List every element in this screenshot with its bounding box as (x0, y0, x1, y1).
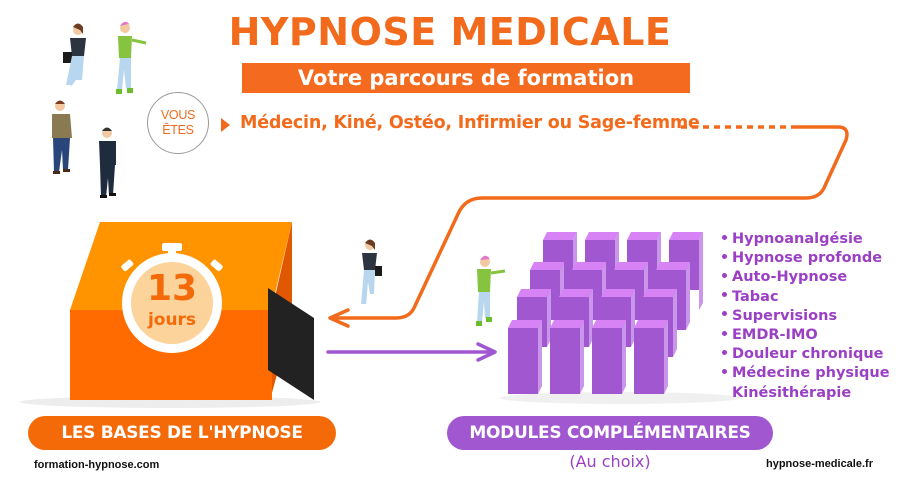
list-item: Tabac (722, 288, 890, 307)
list-item: Douleur chronique (722, 345, 890, 364)
person-man-dark-suit (99, 127, 116, 198)
page-title: HYPNOSE MEDICALE (228, 10, 672, 54)
path-purple (326, 342, 497, 362)
badge-line-2: ÊTES (162, 123, 194, 137)
list-item: EMDR-IMO (722, 326, 890, 345)
professions-text: Médecin, Kiné, Ostéo, Infirmier ou Sage-… (240, 113, 700, 133)
list-item: Auto-Hypnose (722, 268, 890, 287)
modules-blocks (500, 232, 740, 404)
door-flap (268, 288, 314, 400)
bullet-icon (722, 292, 727, 298)
triangle-right-icon (221, 118, 230, 132)
base-training-box (20, 222, 320, 408)
duration-unit: jours (147, 310, 197, 330)
base-training-label: LES BASES DE L'HYPNOSE (28, 416, 336, 450)
path-orange (328, 125, 849, 328)
modules-label: MODULES COMPLÉMENTAIRES (447, 416, 773, 450)
list-item: Supervisions (722, 307, 890, 326)
stopwatch-icon (121, 243, 223, 353)
list-item: Hypnoanalgésie (722, 230, 890, 249)
list-item: Hypnose profonde (722, 249, 890, 268)
bullet-icon (722, 349, 727, 355)
person-woman-green-jacket-2 (476, 255, 506, 326)
bullet-icon (722, 234, 727, 240)
vous-etes-badge: VOUS ÊTES (147, 92, 209, 154)
person-woman-green-jacket-1 (116, 21, 147, 94)
badge-line-1: VOUS (160, 108, 196, 122)
modules-list: Hypnoanalgésie Hypnose profonde Auto-Hyp… (722, 230, 890, 403)
footer-site-right: hypnose-medicale.fr (766, 458, 873, 470)
list-item: Médecine physique (722, 364, 890, 383)
footer-site-left: formation-hypnose.com (34, 459, 160, 471)
bullet-icon (722, 330, 727, 336)
arrow-left-icon (328, 308, 350, 328)
person-woman-dark-top-2 (360, 239, 382, 307)
subtitle-banner: Votre parcours de formation (242, 63, 690, 93)
bullet-icon (722, 253, 727, 259)
person-woman-dark-top-1 (63, 23, 86, 89)
arrow-right-icon (476, 342, 497, 362)
bullet-icon (722, 311, 727, 317)
bullet-icon (722, 272, 727, 278)
list-item-continuation: Kinésithérapie (732, 384, 852, 401)
person-man-brown-sweater (52, 100, 72, 174)
duration-number: 13 (146, 268, 198, 309)
modules-note: (Au choix) (569, 452, 651, 471)
bullet-icon (722, 368, 727, 374)
